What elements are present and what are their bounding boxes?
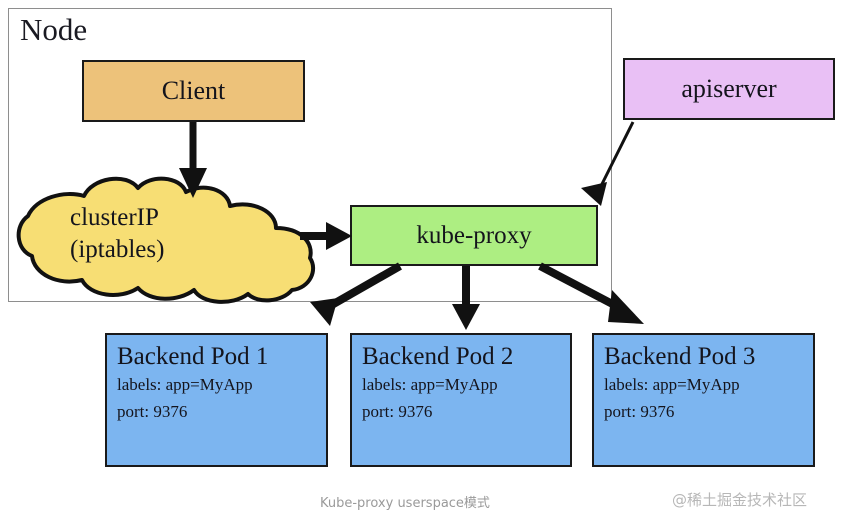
apiserver-label: apiserver — [681, 74, 777, 103]
pod-port: port: 9376 — [604, 401, 675, 421]
pod-title: Backend Pod 3 — [604, 343, 756, 370]
pod-labels: labels: app=MyApp — [117, 375, 253, 395]
client-box[interactable]: Client — [82, 60, 305, 122]
pod-port: port: 9376 — [362, 401, 433, 421]
kube-proxy-label: kube-proxy — [416, 221, 532, 249]
pod-title: Backend Pod 2 — [362, 343, 514, 370]
client-label: Client — [161, 76, 226, 105]
node-label: Node — [20, 12, 88, 47]
backend-pod-2[interactable]: Backend Pod 2 labels: app=MyApp port: 93… — [350, 333, 572, 467]
cloud-shape-icon — [16, 176, 316, 304]
backend-pod-3[interactable]: Backend Pod 3 labels: app=MyApp port: 93… — [592, 333, 815, 467]
pod-title: Backend Pod 1 — [117, 343, 269, 370]
clusterip-cloud[interactable]: clusterIP (iptables) — [14, 176, 326, 304]
backend-pod-1[interactable]: Backend Pod 1 labels: app=MyApp port: 93… — [105, 333, 328, 467]
figure-caption: Kube-proxy userspace模式 — [320, 496, 490, 511]
pod-port: port: 9376 — [117, 401, 188, 421]
kube-proxy-box[interactable]: kube-proxy — [350, 205, 598, 266]
watermark: @稀土掘金技术社区 — [672, 491, 808, 509]
pod-labels: labels: app=MyApp — [604, 375, 740, 395]
pod-labels: labels: app=MyApp — [362, 375, 498, 395]
apiserver-box[interactable]: apiserver — [623, 58, 835, 120]
